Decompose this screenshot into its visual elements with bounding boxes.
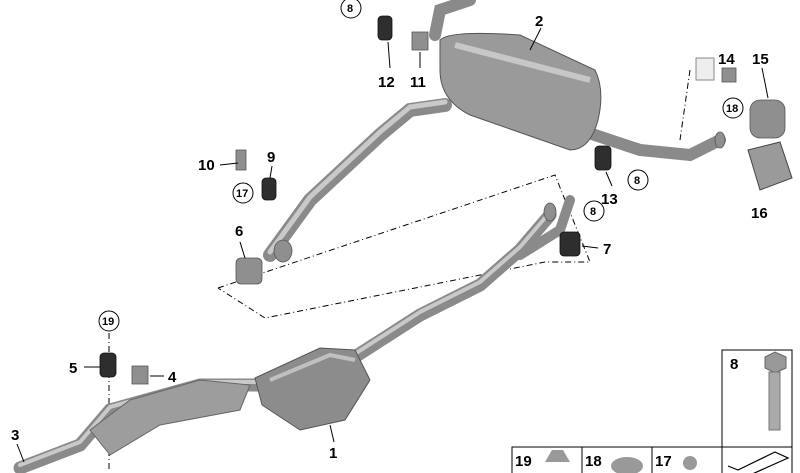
fastener-box-8: 8: [721, 349, 793, 448]
svg-text:17: 17: [236, 188, 248, 200]
part-symbol-icon: [727, 451, 790, 473]
bracket-4: [131, 365, 149, 385]
circled-label-18: 18: [722, 97, 744, 119]
circled-label-19: 19: [98, 310, 120, 332]
bolt-17-icon: [683, 456, 697, 470]
bracket-10: [235, 149, 247, 171]
circled-label-8: 8: [583, 200, 605, 222]
leader-dashed-14: [679, 69, 691, 141]
fastener-box-19: 19: [515, 453, 532, 470]
circled-label-17: 17: [232, 182, 254, 204]
svg-text:19: 19: [102, 316, 114, 328]
part-label-11: 11: [410, 74, 426, 91]
fastener-box-18: 18: [585, 453, 602, 470]
part-label-2: 2: [535, 13, 543, 30]
part-label-16: 16: [751, 205, 768, 222]
part-label-13: 13: [601, 191, 618, 208]
rear-silencer: [263, 0, 726, 263]
part-label-1: 1: [329, 445, 337, 462]
fastener-box-17: 17: [655, 453, 672, 470]
tailpipe-trim-16: [747, 141, 793, 191]
symbol-box-frame: [721, 446, 793, 473]
svg-text:8: 8: [347, 3, 353, 15]
part-label-12: 12: [378, 74, 395, 91]
assembly-outline: [217, 174, 591, 319]
nut-18-icon: [611, 457, 643, 473]
rubber-mount-9: [261, 177, 277, 201]
part-label-14: 14: [718, 51, 735, 68]
part-label-7: 7: [603, 241, 611, 258]
circled-label-8: 8: [340, 0, 362, 19]
clamp-6: [235, 257, 263, 285]
bracket-11: [411, 31, 429, 51]
front-pipe-catalytic: [13, 195, 575, 473]
part-label-6: 6: [235, 223, 243, 240]
part-label-15: 15: [752, 51, 769, 68]
bolt-19-icon: [545, 450, 570, 462]
tailpipe-tip-15: [749, 99, 786, 139]
cover-14: [695, 57, 715, 81]
rubber-mount-5: [99, 352, 117, 378]
part-label-9: 9: [267, 149, 275, 166]
part-label-10: 10: [198, 157, 215, 174]
part-label-5: 5: [69, 360, 77, 377]
part-label-3: 3: [11, 427, 19, 444]
rubber-mount-12: [377, 15, 393, 41]
svg-text:8: 8: [730, 356, 738, 373]
circled-label-8: 8: [627, 169, 649, 191]
svg-text:18: 18: [726, 103, 738, 115]
svg-text:8: 8: [590, 206, 596, 218]
part-label-4: 4: [168, 369, 177, 386]
rubber-mount-7: [559, 231, 581, 257]
svg-text:8: 8: [634, 175, 640, 187]
rubber-mount-13: [594, 145, 612, 171]
bracket-14: [721, 67, 737, 83]
